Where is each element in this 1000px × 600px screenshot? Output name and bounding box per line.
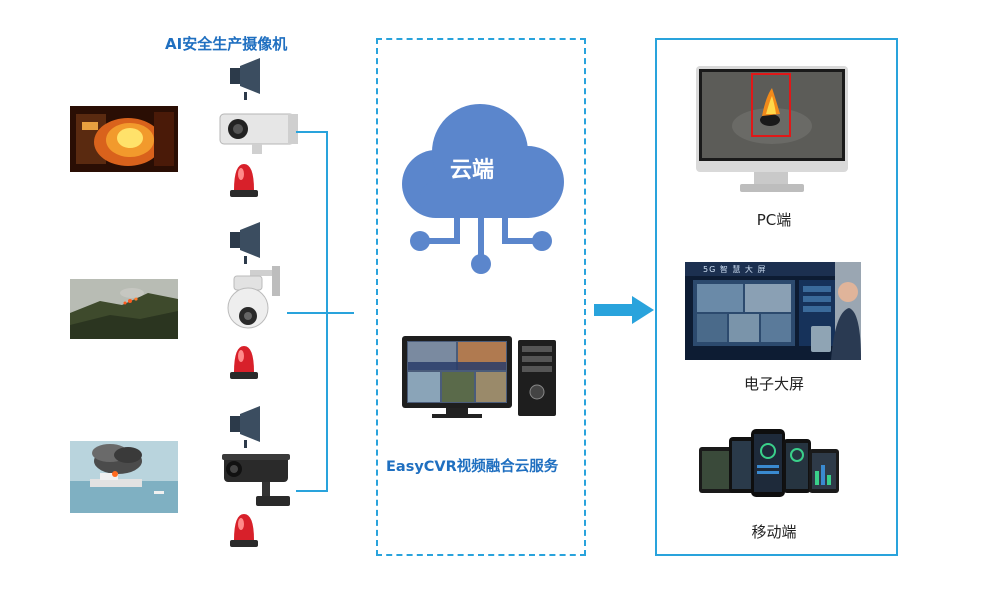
siren-icon [228,342,260,384]
terminals-container [655,38,898,556]
camera-group-title: AI安全生产摄像机 [165,35,288,53]
computer-workstation-icon [402,336,558,424]
forest-fire-scene-image [70,279,178,339]
cloud-label: 云端 [450,158,495,183]
cloud-icon [390,92,574,286]
speaker-icon [222,222,266,270]
big-screen-image: 5G 智 慧 大 屏 [685,262,861,360]
speaker-icon [222,406,266,454]
siren-icon [228,510,260,552]
pc-monitor-image [696,66,848,202]
connector-line [296,490,328,492]
screen-banner-text: 5G 智 慧 大 屏 [703,265,767,274]
connector-line [326,312,354,314]
dome-camera-icon [220,266,284,340]
fire-scene-image [70,106,178,172]
bullet-camera-icon [218,110,300,160]
arrow-right-icon [594,296,654,328]
big-screen-label: 电子大屏 [743,375,804,393]
siren-icon [228,160,260,202]
mobile-devices-image [699,429,841,501]
cloud-service-container [376,38,586,556]
pc-label: PC端 [756,211,792,229]
connector-bus-line [326,131,328,492]
connector-line [287,312,328,314]
connector-line [296,131,328,133]
mobile-label: 移动端 [751,523,797,541]
bullet-camera-dark-icon [222,452,298,514]
speaker-icon [222,58,266,106]
service-label: EasyCVR视频融合云服务 [386,459,559,475]
ship-fire-scene-image [70,441,178,513]
